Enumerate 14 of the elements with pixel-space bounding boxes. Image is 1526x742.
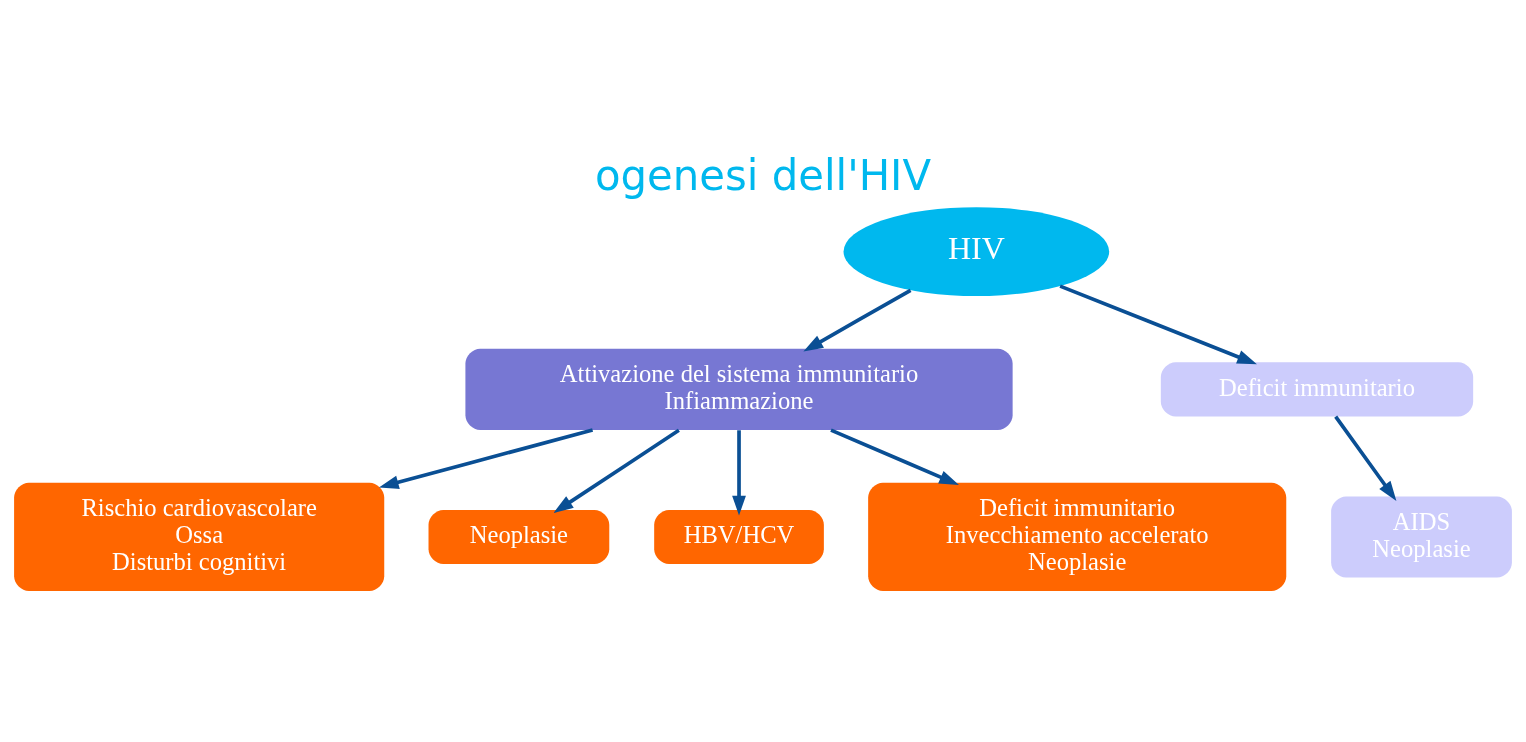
arrow xyxy=(378,427,594,489)
node-box: Attivazione del sistema immunitario Infiammazione xyxy=(465,348,1013,430)
arrow xyxy=(732,429,746,515)
arrow xyxy=(830,427,959,485)
arrow xyxy=(1334,415,1397,501)
node-box: Rischio cardiovascolare Ossa Disturbi cognitivi xyxy=(14,482,385,591)
node-box: Neoplasie xyxy=(428,509,610,564)
node-ellipse: HIV xyxy=(843,206,1110,296)
node-box: Deficit immunitario Invecchiamento accelerato Neoplasie xyxy=(868,482,1287,591)
arrow xyxy=(553,428,680,513)
node-box: HBV/HCV xyxy=(654,509,824,564)
arrow xyxy=(1059,283,1257,364)
diagram-title: ogenesi dell'HIV xyxy=(594,150,932,200)
arrow xyxy=(803,288,912,351)
